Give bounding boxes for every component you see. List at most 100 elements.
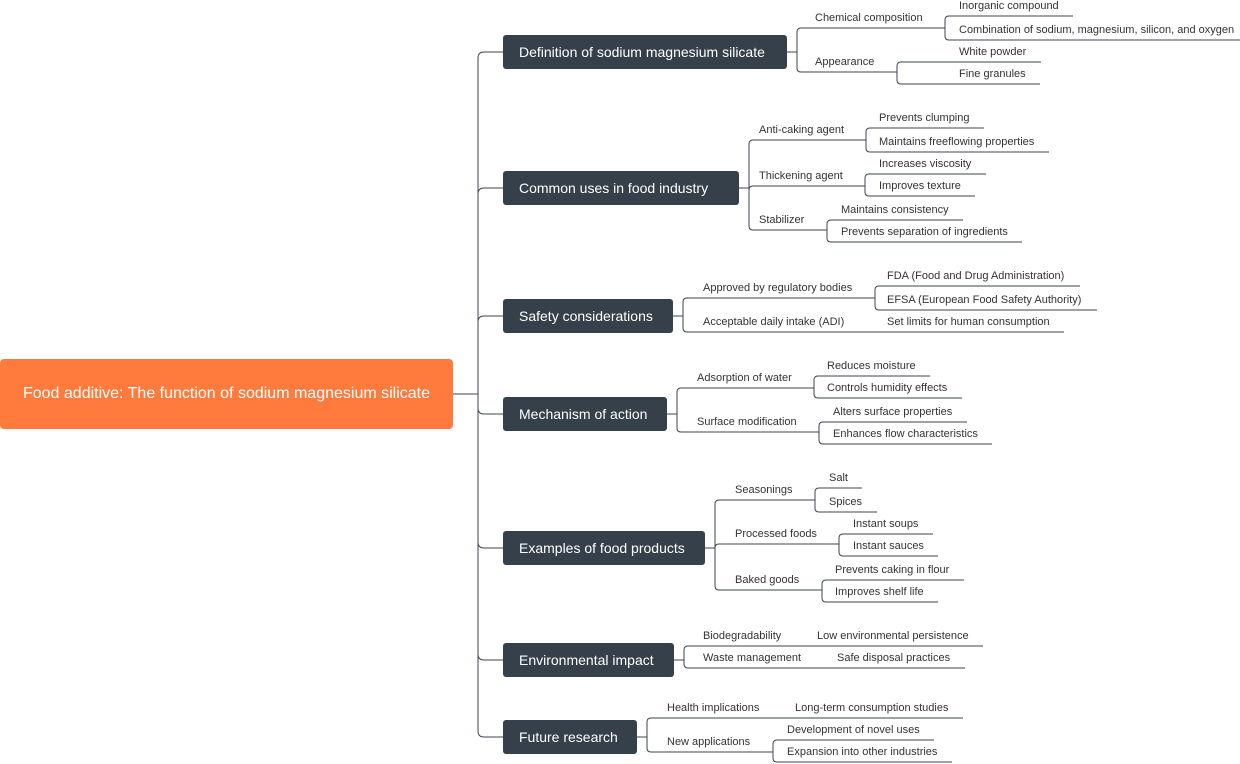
main-link-0: [477, 51, 503, 59]
leaf-2-1-2[interactable]: Maintains freeflowing properties: [879, 136, 1035, 148]
sub-link-2-branch-1: [748, 185, 855, 191]
leaf-link-4-2-branch-1: [818, 439, 992, 445]
leaf-6-2-1[interactable]: Safe disposal practices: [837, 652, 951, 664]
sub-link-6-branch-0: [683, 645, 794, 651]
leaf-link-2-2-branch-0: [864, 173, 986, 179]
leaf-3-1-1[interactable]: FDA (Food and Drug Administration): [887, 270, 1065, 282]
leaf-3-1-2[interactable]: EFSA (European Food Safety Authority): [887, 294, 1082, 306]
main-link-5: [477, 653, 503, 661]
main-topic-4[interactable]: Mechanism of action: [503, 397, 667, 431]
sub-link-6-branch-1: [683, 663, 814, 669]
leaf-5-1-2[interactable]: Spices: [829, 496, 863, 508]
main-topic-1[interactable]: Definition of sodium magnesium silicate: [503, 35, 787, 69]
main-topic-7[interactable]: Future research: [503, 720, 637, 754]
main-topic-2[interactable]: Common uses in food industry: [503, 171, 739, 205]
sub-link-2-branch-0: [748, 139, 856, 145]
leaf-5-2-1[interactable]: Instant soups: [853, 518, 919, 530]
subtopic-5-3[interactable]: Baked goods: [735, 574, 800, 586]
leaf-link-4-2-branch-0: [818, 421, 967, 427]
leaf-link-3-1-branch-1: [874, 305, 1097, 311]
leaf-link-1-2-branch-1: [896, 79, 1040, 85]
sub-link-2-branch-2: [748, 225, 817, 231]
subtopic-3-2[interactable]: Acceptable daily intake (ADI): [703, 316, 845, 328]
root-topic[interactable]: Food additive: The function of sodium ma…: [0, 359, 453, 429]
leaf-link-4-1-branch-1: [813, 393, 962, 399]
subtopic-2-2[interactable]: Thickening agent: [759, 170, 843, 182]
subtopic-6-1[interactable]: Biodegradability: [703, 630, 782, 642]
subtopic-6-2[interactable]: Waste management: [703, 652, 802, 664]
leaf-link-2-1-branch-0: [865, 127, 984, 133]
leaf-link-1-1-branch-1: [944, 35, 1240, 41]
leaf-link-5-2-branch-0: [838, 533, 933, 539]
leaf-2-3-2[interactable]: Prevents separation of ingredients: [841, 226, 1008, 238]
leaf-2-2-2[interactable]: Improves texture: [879, 180, 961, 192]
main-link-3: [477, 407, 503, 415]
subtopic-5-2[interactable]: Processed foods: [735, 528, 817, 540]
sub-link-7-branch-1: [646, 747, 763, 753]
leaf-7-1-1[interactable]: Long-term consumption studies: [795, 702, 949, 714]
leaf-1-2-2[interactable]: Fine granules: [959, 68, 1026, 80]
leaf-1-1-1[interactable]: Inorganic compound: [959, 0, 1059, 12]
leaf-link-1-2-branch-0: [896, 61, 1041, 67]
main-topic-6[interactable]: Environmental impact: [503, 643, 674, 677]
leaf-link-5-1-branch-0: [814, 487, 862, 493]
leaf-1-2-1[interactable]: White powder: [959, 46, 1027, 58]
subtopic-1-2[interactable]: Appearance: [815, 56, 875, 68]
leaf-3-2-1[interactable]: Set limits for human consumption: [887, 316, 1050, 328]
subtopic-2-3[interactable]: Stabilizer: [759, 214, 805, 226]
sub-link-1-branch-0: [796, 27, 935, 33]
leaf-link-2-3-branch-0: [826, 219, 963, 225]
main-link-6: [477, 730, 503, 738]
leaf-link-2-1-branch-1: [865, 147, 1049, 153]
subtopic-1-1[interactable]: Chemical composition: [815, 12, 923, 24]
main-topic-5[interactable]: Examples of food products: [503, 531, 705, 565]
subtopic-7-2[interactable]: New applications: [667, 736, 751, 748]
leaf-link-7-2-branch-1: [772, 757, 952, 763]
main-link-1: [477, 187, 503, 195]
sub-link-5-branch-1: [714, 543, 829, 549]
subtopic-4-2[interactable]: Surface modification: [697, 416, 797, 428]
leaf-2-1-1[interactable]: Prevents clumping: [879, 112, 970, 124]
subtopic-2-1[interactable]: Anti-caking agent: [759, 124, 844, 136]
leaf-link-3-1-branch-0: [874, 285, 1080, 291]
leaf-7-2-1[interactable]: Development of novel uses: [787, 724, 920, 736]
sub-link-4-branch-1: [676, 427, 809, 433]
subtopic-4-1[interactable]: Adsorption of water: [697, 372, 792, 384]
leaf-link-5-2-branch-1: [838, 551, 938, 557]
leaf-link-2-2-branch-1: [864, 191, 975, 197]
leaf-4-1-2[interactable]: Controls humidity effects: [827, 382, 948, 394]
leaf-link-4-1-branch-0: [813, 375, 930, 381]
leaf-5-3-1[interactable]: Prevents caking in flour: [835, 564, 950, 576]
sub-link-5-branch-0: [714, 499, 805, 505]
leaf-link-5-3-branch-1: [821, 597, 938, 603]
sub-link-5-branch-2: [714, 585, 812, 591]
subtopic-7-1[interactable]: Health implications: [667, 702, 760, 714]
leaf-1-1-2[interactable]: Combination of sodium, magnesium, silico…: [959, 24, 1235, 36]
sub-link-7-branch-0: [646, 717, 772, 723]
leaf-link-2-3-branch-1: [826, 237, 1022, 243]
leaf-2-3-1[interactable]: Maintains consistency: [841, 204, 949, 216]
sub-link-1-branch-1: [796, 67, 887, 73]
main-link-2: [477, 315, 503, 323]
leaf-link-1-1-branch-0: [944, 15, 1073, 21]
leaf-4-2-2[interactable]: Enhances flow characteristics: [833, 428, 978, 440]
sub-link-3-branch-1: [682, 327, 857, 333]
sub-link-4-branch-0: [676, 387, 804, 393]
subtopic-5-1[interactable]: Seasonings: [735, 484, 793, 496]
leaf-5-1-1[interactable]: Salt: [829, 472, 848, 484]
leaf-4-2-1[interactable]: Alters surface properties: [833, 406, 953, 418]
leaf-4-1-1[interactable]: Reduces moisture: [827, 360, 916, 372]
leaf-2-2-1[interactable]: Increases viscosity: [879, 158, 972, 170]
leaf-link-5-1-branch-1: [814, 507, 877, 513]
leaf-7-2-2[interactable]: Expansion into other industries: [787, 746, 938, 758]
leaf-5-2-2[interactable]: Instant sauces: [853, 540, 924, 552]
subtopic-3-1[interactable]: Approved by regulatory bodies: [703, 282, 853, 294]
leaf-6-1-1[interactable]: Low environmental persistence: [817, 630, 969, 642]
sub-link-3-branch-0: [682, 297, 865, 303]
leaf-link-5-3-branch-0: [821, 579, 964, 585]
main-link-4: [477, 541, 503, 549]
main-topic-3[interactable]: Safety considerations: [503, 299, 673, 333]
leaf-5-3-2[interactable]: Improves shelf life: [835, 586, 924, 598]
